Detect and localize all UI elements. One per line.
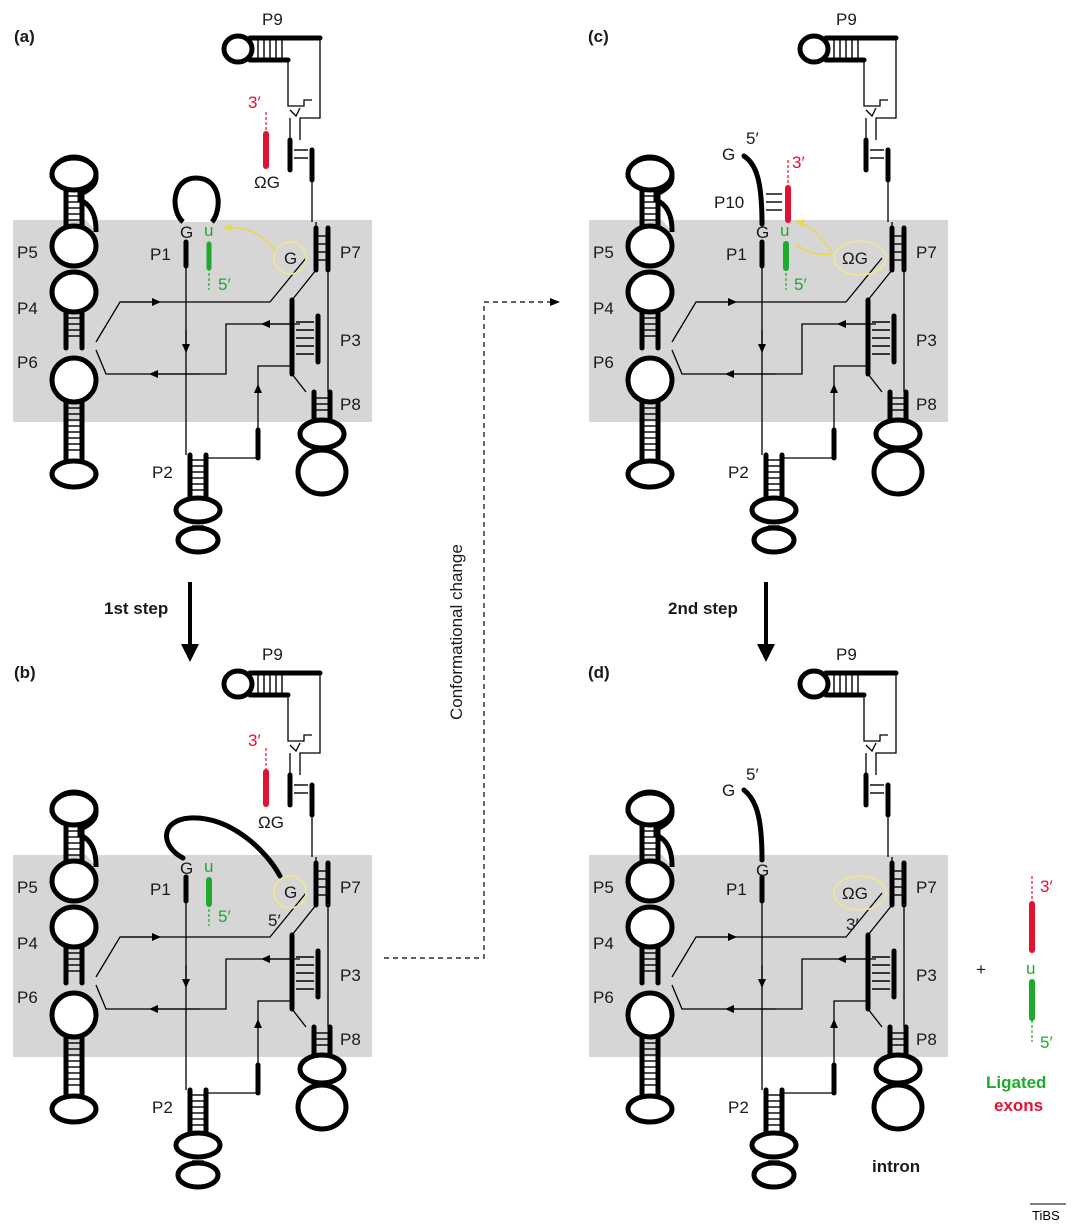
p5-label: P5 (593, 878, 614, 897)
p5-label: P5 (17, 243, 38, 262)
ligated-label: Ligated (986, 1073, 1046, 1092)
p9-label: P9 (836, 645, 857, 664)
p6-label: P6 (17, 988, 38, 1007)
panel-c: (c) P9 P5 P4 P6 P1 P7 P3 P8 P2 P10 G 5′ … (588, 10, 948, 552)
guanosine-circle (273, 241, 307, 275)
plus-sign: + (976, 960, 986, 979)
three-prime: 3′ (846, 915, 859, 934)
panel-b-label: (b) (14, 663, 36, 682)
omega-g: ΩG (254, 173, 280, 192)
p4-label: P4 (17, 934, 38, 953)
p7-label: P7 (340, 243, 361, 262)
panel-a: (a) P9 P5 P4 P6 P1 P7 P3 P8 P2 G u 5′ 3′… (13, 10, 372, 552)
top-five-prime: 5′ (746, 765, 759, 784)
p10-label: P10 (714, 193, 744, 212)
five-prime: 5′ (218, 275, 231, 294)
journal-mark: TiBS (1032, 1208, 1060, 1223)
p8-label: P8 (916, 395, 937, 414)
p7-label: P7 (916, 878, 937, 897)
omega-g: ΩG (258, 813, 284, 832)
guanosine-circle (833, 875, 887, 911)
p1-label: P1 (726, 245, 747, 264)
five-prime: 5′ (218, 907, 231, 926)
g-pair: G (756, 861, 769, 880)
p4-label: P4 (593, 934, 614, 953)
guanosine-circle (833, 240, 887, 276)
three-prime: 3′ (248, 93, 261, 112)
guanosine-circle (273, 875, 307, 909)
top-five-prime: 5′ (746, 129, 759, 148)
p3-label: P3 (916, 331, 937, 350)
p9-label: P9 (262, 645, 283, 664)
p5-label: P5 (17, 878, 38, 897)
g-site: G (284, 249, 297, 268)
u-base: u (204, 857, 213, 876)
panel-b: (b) P9 P5 P4 P6 P1 P7 P3 P8 P2 G u 5′ 3′… (13, 645, 372, 1187)
g-five-prime: 5′ (268, 911, 281, 930)
p2-label: P2 (152, 1098, 173, 1117)
first-step-label: 1st step (104, 599, 168, 618)
p6-label: P6 (593, 988, 614, 1007)
p2-label: P2 (152, 463, 173, 482)
g-pair: G (756, 223, 769, 242)
p9-label: P9 (262, 10, 283, 29)
five-prime: 5′ (794, 275, 807, 294)
p8-label: P8 (340, 1030, 361, 1049)
panel-a-label: (a) (14, 27, 35, 46)
three-prime: 3′ (792, 153, 805, 172)
product-u-base: u (1026, 959, 1035, 978)
product-five-prime: 5′ (1040, 1033, 1053, 1052)
omega-g: ΩG (842, 249, 868, 268)
p9-label: P9 (836, 10, 857, 29)
p5-label: P5 (593, 243, 614, 262)
p1-label: P1 (150, 880, 171, 899)
intron-label: intron (872, 1157, 920, 1176)
panel-d-label: (d) (588, 663, 610, 682)
p3-label: P3 (340, 966, 361, 985)
u-base: u (780, 221, 789, 240)
p6-label: P6 (593, 353, 614, 372)
p4-label: P4 (17, 299, 38, 318)
product-three-prime: 3′ (1040, 877, 1053, 896)
g-pair: G (180, 859, 193, 878)
products: + 3′ u 5′ Ligated exons intron (872, 876, 1053, 1176)
g-top: G (722, 781, 735, 800)
p2-label: P2 (728, 463, 749, 482)
g-site: G (284, 883, 297, 902)
p8-label: P8 (916, 1030, 937, 1049)
g-top: G (722, 145, 735, 164)
omega-g: ΩG (842, 884, 868, 903)
p3-label: P3 (340, 331, 361, 350)
second-step-label: 2nd step (668, 599, 738, 618)
p3-label: P3 (916, 966, 937, 985)
panel-d: (d) P9 P5 P4 P6 P1 P7 P3 P8 P2 G 5′ G ΩG… (588, 645, 948, 1187)
p7-label: P7 (340, 878, 361, 897)
conformational-change-label: Conformational change (447, 544, 466, 720)
g-pair: G (180, 223, 193, 242)
panel-c-label: (c) (588, 27, 609, 46)
step-arrows: 1st step 2nd step Conformational change (104, 298, 775, 959)
u-base: u (204, 221, 213, 240)
p8-label: P8 (340, 395, 361, 414)
p7-label: P7 (916, 243, 937, 262)
exons-label: exons (994, 1096, 1043, 1115)
three-prime: 3′ (248, 731, 261, 750)
p2-label: P2 (728, 1098, 749, 1117)
p4-label: P4 (593, 299, 614, 318)
p1-label: P1 (726, 880, 747, 899)
p1-label: P1 (150, 245, 171, 264)
p6-label: P6 (17, 353, 38, 372)
